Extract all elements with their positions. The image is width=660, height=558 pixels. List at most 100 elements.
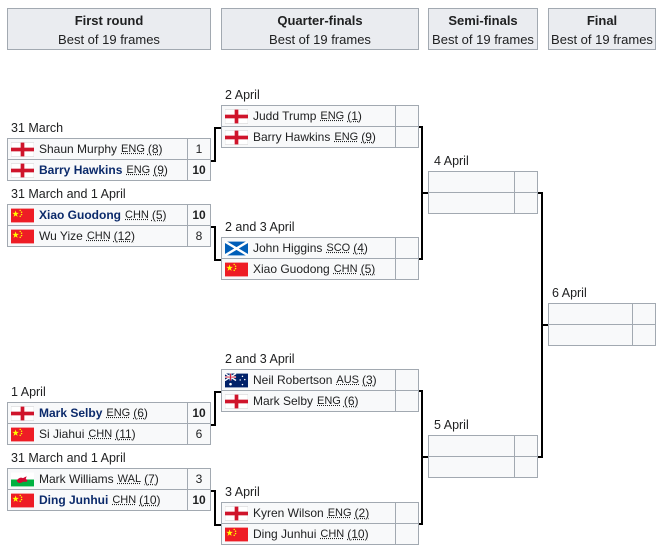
player-name[interactable]: Si Jiahui [39, 427, 85, 441]
score [395, 524, 418, 544]
score [395, 127, 418, 147]
score: 8 [187, 226, 210, 246]
seed[interactable]: (10) [347, 527, 369, 541]
match-date: 1 April [11, 385, 46, 399]
seed[interactable]: (7) [144, 472, 159, 486]
player-row: Kyren Wilson ENG (2) [221, 502, 419, 524]
nationality[interactable]: CHN [333, 263, 358, 275]
nationality[interactable]: ENG [121, 143, 145, 155]
nationality[interactable]: CHN [112, 494, 137, 506]
match-date: 31 March [11, 121, 64, 135]
seed[interactable]: (3) [362, 373, 377, 387]
nationality[interactable]: CHN [320, 528, 345, 540]
match-date: 31 March and 1 April [11, 187, 126, 201]
bracket-connector [214, 490, 216, 525]
player-name[interactable]: Barry Hawkins [253, 130, 331, 144]
player-name[interactable]: Ding Junhui [253, 527, 317, 541]
player-name[interactable]: Xiao Guodong [39, 208, 121, 222]
england-flag-icon [225, 505, 248, 521]
bracket-connector [214, 524, 221, 526]
nationality[interactable]: CHN [86, 230, 111, 242]
score [395, 259, 418, 279]
player-row: Ding Junhui CHN (10) [221, 524, 419, 545]
match-date: 6 April [552, 286, 587, 300]
player-row: Mark Selby ENG (6) [221, 391, 419, 412]
score: 6 [187, 424, 210, 444]
seed[interactable]: (12) [113, 229, 135, 243]
seed[interactable]: (9) [361, 130, 376, 144]
nationality[interactable]: ENG [126, 164, 151, 176]
player-row: Xiao Guodong CHN (5) [221, 259, 419, 280]
player-name[interactable]: Barry Hawkins [39, 163, 123, 177]
seed[interactable]: (10) [139, 493, 161, 507]
bracket-connector [538, 456, 543, 458]
seed[interactable]: (6) [343, 394, 359, 408]
player-name[interactable]: Judd Trump [253, 109, 317, 123]
player-row: Ding Junhui CHN (10) 10 [7, 490, 211, 511]
score: 10 [187, 403, 210, 423]
player-row [548, 325, 656, 346]
seed[interactable]: (5) [151, 208, 167, 222]
round-title: First round [74, 13, 144, 28]
score [632, 325, 655, 345]
player-name[interactable]: Wu Yize [39, 229, 83, 243]
england-flag-icon [11, 162, 34, 178]
bracket-connector [211, 424, 216, 426]
seed[interactable]: (8) [147, 142, 163, 156]
china-flag-icon [11, 208, 34, 222]
player-name[interactable]: John Higgins [253, 241, 323, 255]
player-row [548, 303, 656, 325]
seed[interactable]: (2) [354, 506, 370, 520]
nationality[interactable]: ENG [327, 507, 352, 519]
seed[interactable]: (4) [353, 241, 368, 255]
player-name[interactable]: Xiao Guodong [253, 262, 330, 276]
score [395, 106, 418, 126]
match-date: 31 March and 1 April [11, 451, 126, 465]
player-name[interactable]: Shaun Murphy [39, 142, 118, 156]
score: 10 [187, 490, 210, 510]
scotland-flag-icon [225, 240, 248, 256]
score: 1 [187, 139, 210, 159]
player-row: Wu Yize CHN (12) 8 [7, 226, 211, 247]
seed[interactable]: (1) [347, 109, 362, 123]
round-title: Final [586, 13, 618, 28]
nationality[interactable]: WAL [117, 473, 142, 485]
seed[interactable]: (6) [133, 406, 148, 420]
player-row [428, 435, 538, 457]
seed[interactable]: (5) [360, 262, 376, 276]
nationality[interactable]: CHN [88, 428, 113, 440]
bracket-connector [211, 226, 216, 228]
player-row: Xiao Guodong CHN (5) 10 [7, 204, 211, 226]
player-name[interactable]: Mark Selby [39, 406, 103, 420]
match-date: 2 and 3 April [225, 220, 295, 234]
player-name[interactable]: Mark Williams [39, 472, 114, 486]
score: 10 [187, 205, 210, 225]
player-name[interactable]: Neil Robertson [253, 373, 333, 387]
player-row: Mark Williams WAL (7) 3 [7, 468, 211, 490]
nationality[interactable]: ENG [320, 110, 345, 122]
player-name[interactable]: Mark Selby [253, 394, 314, 408]
nationality[interactable]: ENG [334, 131, 359, 143]
nationality[interactable]: AUS [336, 374, 359, 386]
score [514, 172, 537, 192]
score [632, 304, 655, 324]
nationality[interactable]: ENG [106, 407, 131, 419]
player-row [428, 171, 538, 193]
round-subtitle: Best of 19 frames [269, 32, 371, 47]
bracket-connector [214, 127, 216, 162]
player-row: Barry Hawkins ENG (9) [221, 127, 419, 148]
seed[interactable]: (11) [115, 427, 136, 441]
nationality[interactable]: ENG [317, 395, 341, 407]
seed[interactable]: (9) [153, 163, 168, 177]
bracket-connector [211, 160, 216, 162]
player-row [428, 193, 538, 214]
nationality[interactable]: SCO [326, 242, 351, 254]
nationality[interactable]: CHN [125, 209, 149, 221]
bracket-connector [421, 192, 428, 194]
score [395, 238, 418, 258]
bracket-connector [214, 226, 216, 261]
player-name[interactable]: Kyren Wilson [253, 506, 324, 520]
bracket-connector [538, 192, 543, 194]
china-flag-icon [11, 427, 34, 441]
player-name[interactable]: Ding Junhui [39, 493, 109, 507]
